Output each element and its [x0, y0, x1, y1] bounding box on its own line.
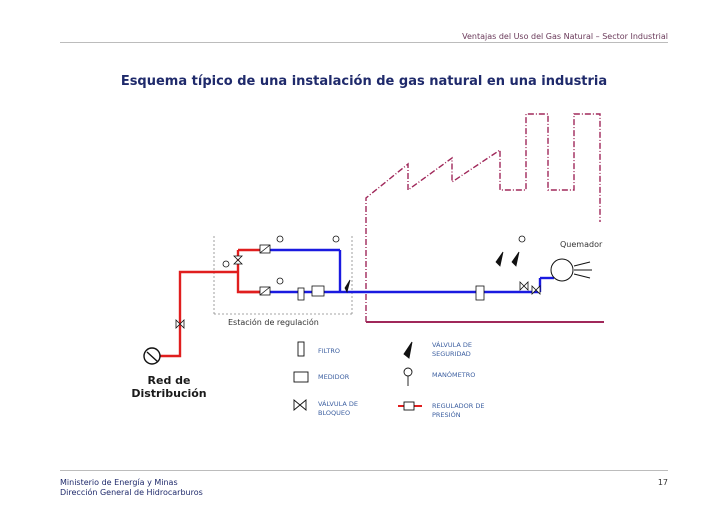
- network-label-line-2: Distribución: [131, 387, 207, 400]
- legend-safety-valve-icon: [403, 341, 413, 359]
- legend-meter-label: MEDIDOR: [318, 373, 350, 381]
- footer-divider: [60, 470, 668, 471]
- safety-valve-icon: [344, 279, 351, 294]
- legend-filter-label: FILTRO: [318, 347, 340, 355]
- station-components: [175, 235, 541, 329]
- legend-manometer-label: MANÓMETRO: [432, 371, 476, 379]
- legend-block-valve-label-1: VÁLVULA DE: [318, 400, 358, 408]
- network-label-line-1: Red de: [147, 374, 191, 387]
- legend-meter-icon: [293, 371, 309, 383]
- legend-regulator-label-2: PRESIÓN: [432, 411, 461, 419]
- manometer-icon: [276, 277, 284, 285]
- factory-outline: [365, 113, 601, 322]
- network-label: Red de Distribución: [126, 374, 212, 400]
- burner-label: Quemador: [560, 240, 603, 249]
- block-valve-icon: [519, 281, 529, 291]
- high-pressure-pipe: [160, 248, 270, 358]
- footer-ministry: Ministerio de Energía y Minas: [60, 478, 178, 487]
- block-valve-icon: [531, 285, 541, 295]
- factory-building: [365, 113, 601, 322]
- page-number: 17: [657, 478, 668, 487]
- station-enclosure: [213, 236, 353, 315]
- header-divider: [60, 42, 668, 43]
- legend-safety-valve-label-1: VÁLVULA DE: [432, 341, 472, 349]
- manometer-icon: [276, 235, 284, 243]
- legend-block-valve-label-2: BLOQUEO: [318, 409, 351, 417]
- legend-manometer-icon: [403, 367, 413, 377]
- manometer-icon: [518, 235, 526, 243]
- block-valve-icon: [233, 255, 243, 265]
- legend-regulator-icon: [403, 401, 415, 411]
- manometer-icon: [222, 260, 230, 268]
- burner: [550, 258, 592, 282]
- footer-directorate: Dirección General de Hidrocarburos: [60, 488, 203, 497]
- manometer-icon: [332, 235, 340, 243]
- burner-icon: [550, 258, 574, 282]
- page-title: Esquema típico de una instalación de gas…: [120, 74, 608, 89]
- meter-icon: [311, 285, 325, 297]
- legend-symbols: [293, 341, 422, 411]
- filter-icon: [297, 287, 305, 301]
- filter-icon: [475, 285, 485, 301]
- station-label: Estación de regulación: [228, 318, 319, 327]
- legend-safety-valve-label-2: SEGURIDAD: [432, 350, 471, 358]
- legend-block-valve-icon: [293, 399, 307, 411]
- legend-regulator-label-1: REGULADOR DE: [432, 402, 485, 410]
- safety-valve-icon: [495, 251, 504, 267]
- header-text: Ventajas del Uso del Gas Natural – Secto…: [462, 32, 668, 41]
- block-valve-icon: [175, 319, 185, 329]
- legend-filter-icon: [297, 341, 305, 357]
- safety-valve-icon: [511, 251, 520, 267]
